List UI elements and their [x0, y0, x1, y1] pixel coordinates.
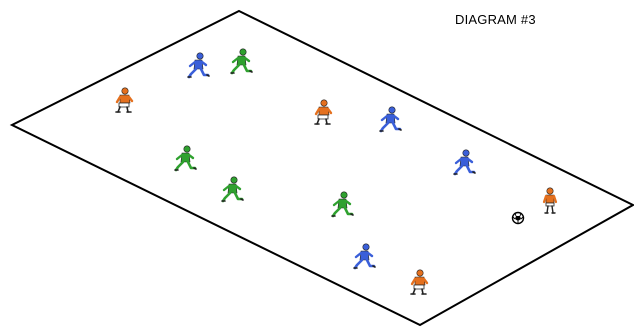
diagram-title: DIAGRAM #3: [455, 12, 536, 27]
field-boundary: [12, 11, 633, 325]
ball-layer: [513, 213, 524, 224]
soccer-ball-icon: [513, 213, 524, 224]
